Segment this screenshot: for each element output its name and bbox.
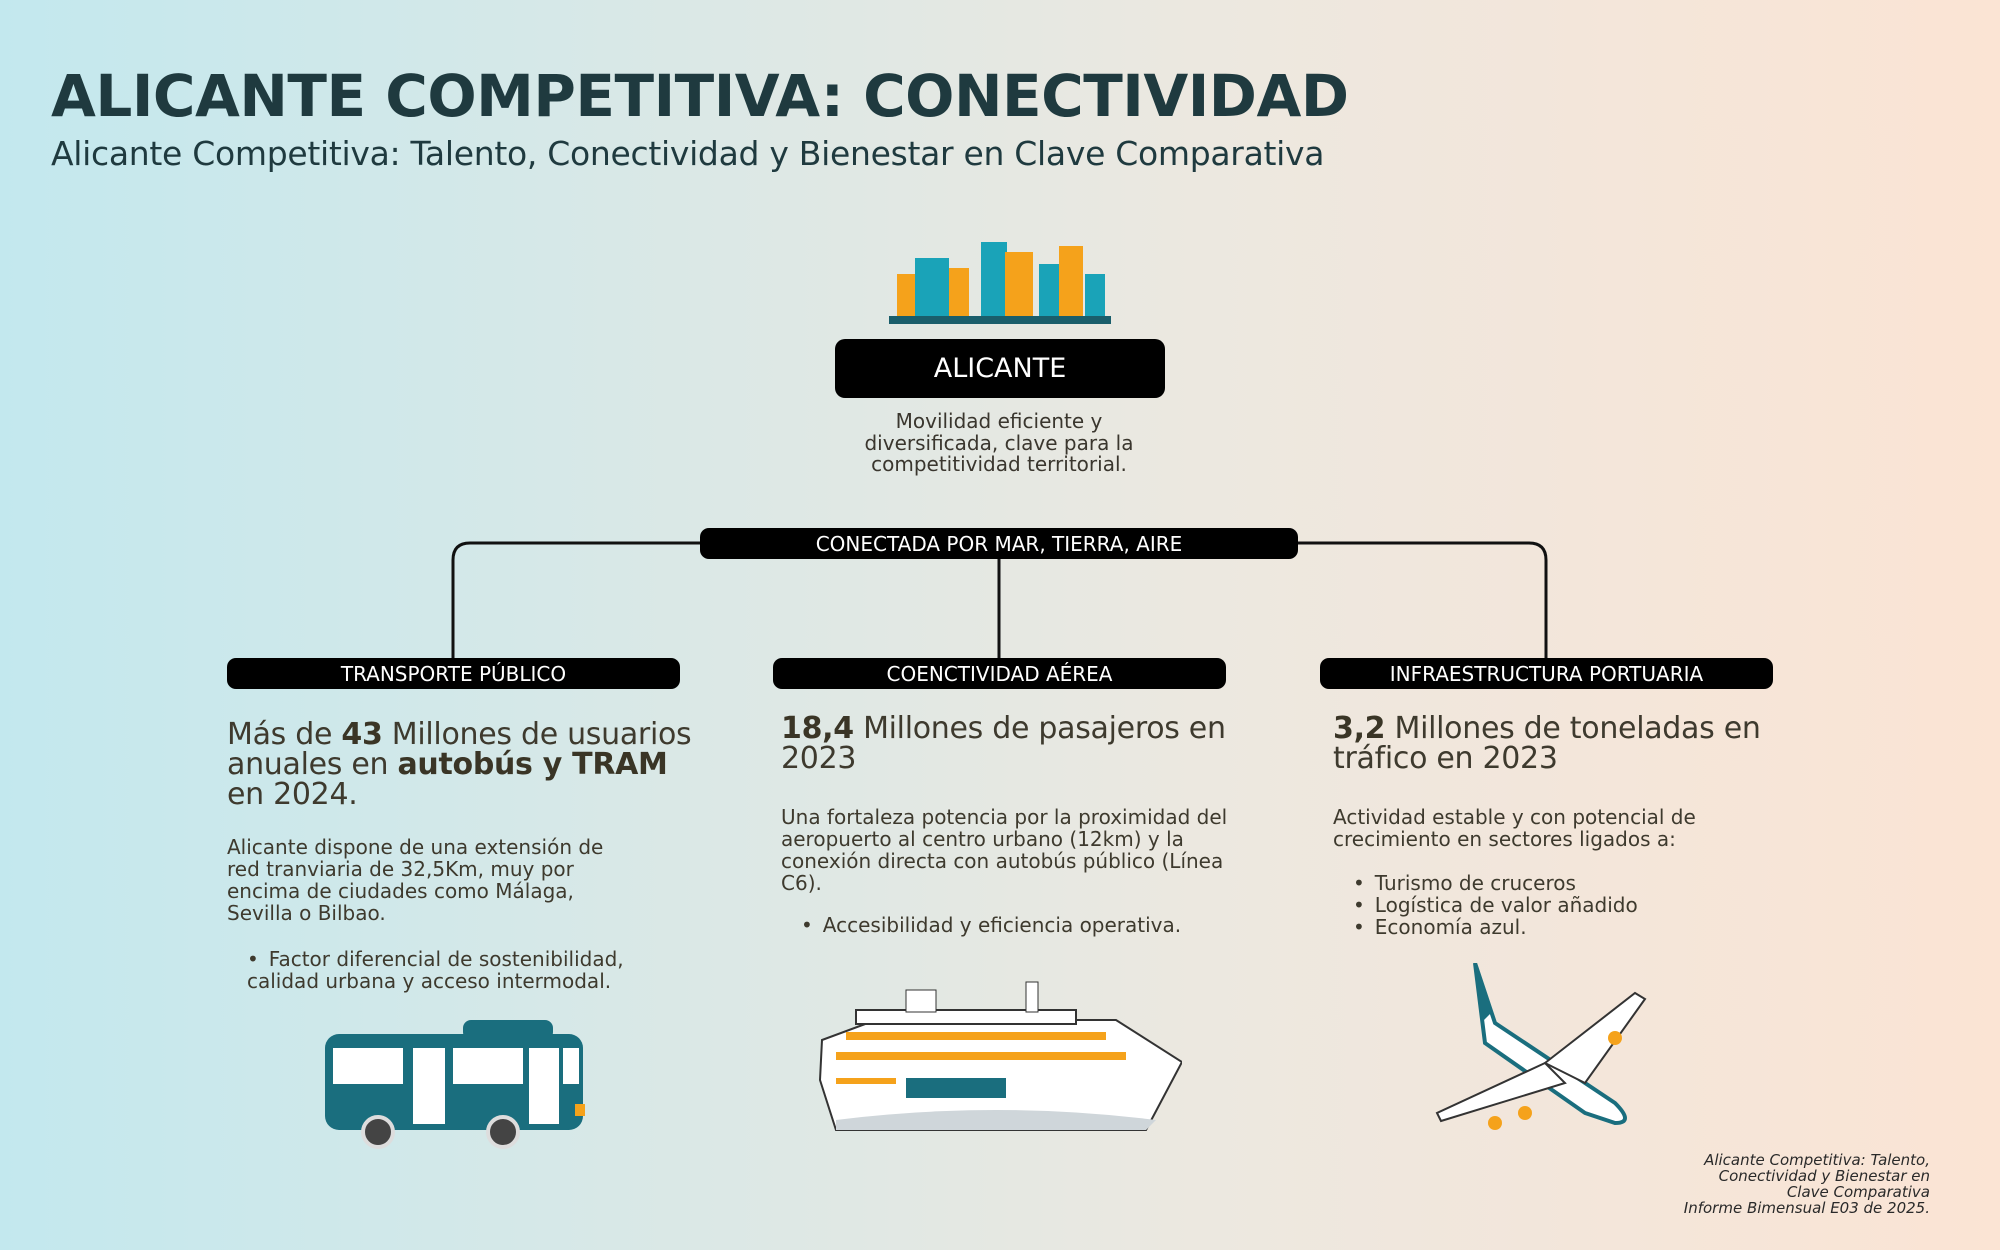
footer-line: Conectividad y Bienestar en [1718, 1167, 1930, 1185]
footer-line: Alicante Competitiva: Talento, [1704, 1151, 1930, 1169]
paragraph: Actividad estable y con potencial de cre… [1333, 805, 1696, 851]
bullet-item: Accesibilidad y eficiencia operativa. [801, 914, 1251, 936]
paragraph: Una fortaleza potencia por la proximidad… [781, 805, 1228, 895]
bullet-item: Logística de valor añadido [1353, 894, 1803, 916]
header-infraestructura-portuaria: INFRAESTRUCTURA PORTUARIA [1320, 658, 1773, 689]
city-description: Movilidad eficiente y diversificada, cla… [864, 409, 1134, 476]
connect-label: CONECTADA POR MAR, TIERRA, AIRE [700, 528, 1298, 559]
column-transporte: Más de 43 Millones de usuarios anuales e… [227, 717, 697, 993]
bullet-item: Economía azul. [1353, 916, 1803, 938]
cruise-ship-icon [818, 981, 1182, 1131]
headline: 18,4 Millones de pasajeros en 2023 [781, 711, 1226, 776]
header-transporte-publico: TRANSPORTE PÚBLICO [227, 658, 680, 689]
airplane-icon [1435, 963, 1647, 1130]
city-skyline-icon [889, 242, 1111, 324]
headline: Más de 43 Millones de usuarios anuales e… [227, 717, 692, 812]
page-title: ALICANTE COMPETITIVA: CONECTIVIDAD [51, 62, 1349, 130]
bullet-item: Turismo de cruceros [1353, 872, 1803, 894]
bus-icon [325, 1020, 585, 1149]
bullet-item: Factor diferencial de sostenibilidad, ca… [247, 948, 667, 992]
headline: 3,2 Millones de toneladas en tráfico en … [1333, 711, 1761, 776]
city-label: ALICANTE [835, 339, 1165, 398]
header-conectividad-aerea: COENCTIVIDAD AÉREA [773, 658, 1226, 689]
column-aerea: 18,4 Millones de pasajeros en 2023 Una f… [781, 711, 1251, 937]
footer-line: Informe Bimensual E03 de 2025. [1683, 1199, 1930, 1217]
page-subtitle: Alicante Competitiva: Talento, Conectivi… [51, 134, 1325, 173]
footer-line: Clave Comparativa [1786, 1183, 1930, 1201]
column-portuaria: 3,2 Millones de toneladas en tráfico en … [1333, 711, 1803, 939]
paragraph: Alicante dispone de una extensión de red… [227, 835, 604, 925]
footer-citation: Alicante Competitiva: Talento, Conectivi… [1684, 1152, 1930, 1216]
